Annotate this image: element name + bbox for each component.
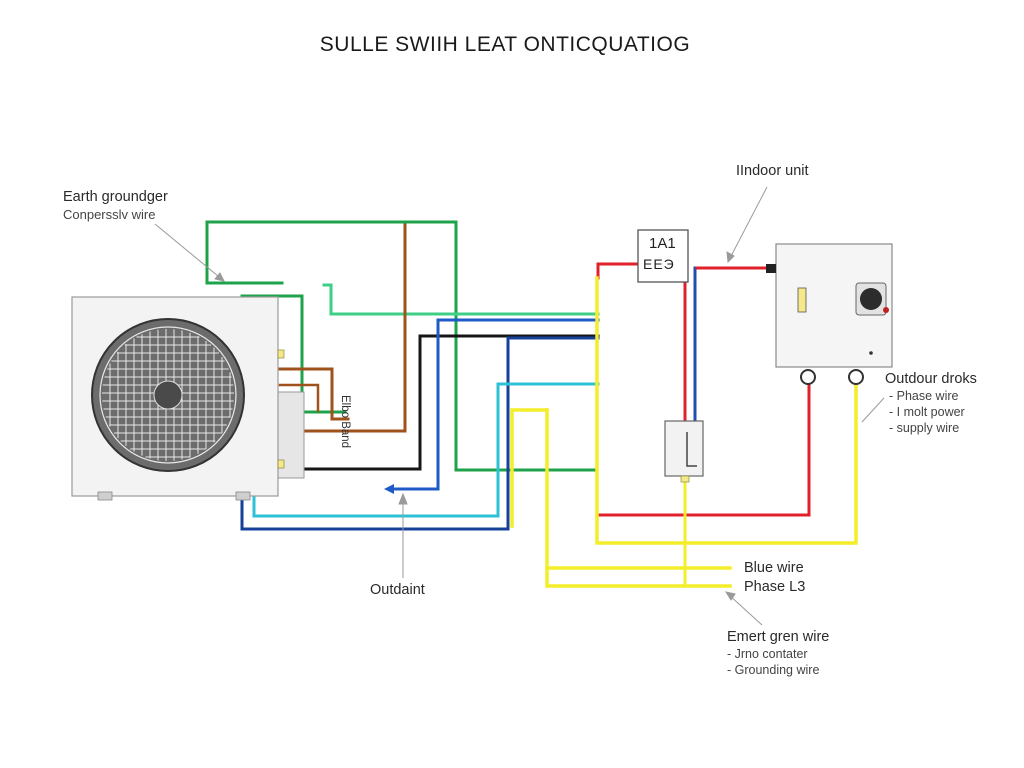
outlet-right — [848, 369, 864, 385]
label-emergency-green-wire: Emert gren wire — [727, 629, 830, 645]
green-wire-teal — [322, 283, 600, 316]
terminal-1 — [277, 349, 285, 359]
contactor-terminal — [680, 475, 690, 483]
label-grounding-wire: - Grounding wire — [727, 663, 820, 677]
status-dot — [869, 351, 873, 355]
contactor-lever — [686, 432, 697, 467]
yellow-wire-loop — [510, 408, 549, 528]
yellow-wire-bottom — [545, 408, 732, 588]
breaker-box — [637, 229, 689, 283]
label-arno-contacter: - Jrno contater — [727, 647, 808, 661]
label-mott-power: - I molt power — [889, 405, 965, 419]
outdoor-unit — [71, 296, 305, 501]
label-outdaint: Outdaint — [370, 582, 425, 598]
black-wire — [282, 334, 600, 471]
contactor-box — [664, 420, 704, 483]
label-breaker-top: 1A1 — [649, 235, 676, 252]
label-phase-l3: Phase L3 — [744, 579, 806, 595]
arrow-icon — [724, 591, 736, 601]
socket-face — [860, 288, 882, 310]
brown-wire-lower — [278, 383, 320, 413]
pointer-arrows — [154, 186, 885, 626]
red-wire-left — [596, 262, 642, 280]
arrow-emergency — [727, 593, 763, 626]
label-indoor-unit: IIndoor unit — [736, 163, 809, 179]
terminal-2 — [277, 459, 285, 469]
blue-wire-arrow — [390, 318, 600, 491]
brown-wire-vertical — [303, 223, 407, 433]
breaker-box-body — [637, 229, 689, 283]
arrow-earth — [154, 223, 225, 282]
blue-wire-to-indoor — [693, 266, 772, 422]
fuse-icon — [797, 287, 807, 313]
label-breaker-code: ЕЕЭ — [643, 256, 675, 272]
label-earth-grounder: Earth groundger — [63, 189, 168, 205]
blue-wire-bottom — [240, 336, 600, 531]
green-wire-outer-loop — [205, 220, 599, 472]
label-elbo-band: Elbo Band — [339, 395, 351, 449]
brown-wire-short — [278, 367, 350, 421]
outlet-left — [800, 369, 816, 385]
indicator-light — [883, 307, 889, 313]
cyan-wire — [252, 382, 600, 518]
label-phase-wire: - Phase wire — [889, 389, 959, 403]
arrow-icon — [726, 251, 735, 264]
outdoor-unit-foot-right — [235, 491, 251, 501]
contactor-body — [664, 420, 704, 477]
yellow-wire-bus — [595, 276, 858, 545]
indoor-unit — [766, 243, 893, 385]
fan-hub — [153, 380, 183, 410]
blue-wire-arrowhead — [384, 484, 394, 494]
indoor-unit-plug — [766, 264, 776, 273]
label-blue-wire: Blue wire — [744, 560, 804, 576]
wires — [205, 220, 858, 588]
arrow-indoor — [728, 186, 768, 261]
arrow-icon — [398, 492, 408, 505]
fan-grille-ring — [99, 326, 237, 464]
arrow-icon — [214, 272, 225, 282]
green-wire-compressor — [240, 294, 347, 414]
label-compressor-wire: Conpersslv wire — [63, 207, 156, 222]
red-wire-outdoor — [596, 383, 811, 517]
diagram-title: SULLE SWIIH LEAT ONTICQUATIOG — [319, 33, 691, 56]
label-outdoor-drops: Outdour droks — [885, 371, 977, 387]
arrow-outdoor-drops — [861, 397, 885, 423]
label-supply-wire: - supply wire — [889, 421, 960, 435]
outdoor-unit-foot-left — [97, 491, 113, 501]
